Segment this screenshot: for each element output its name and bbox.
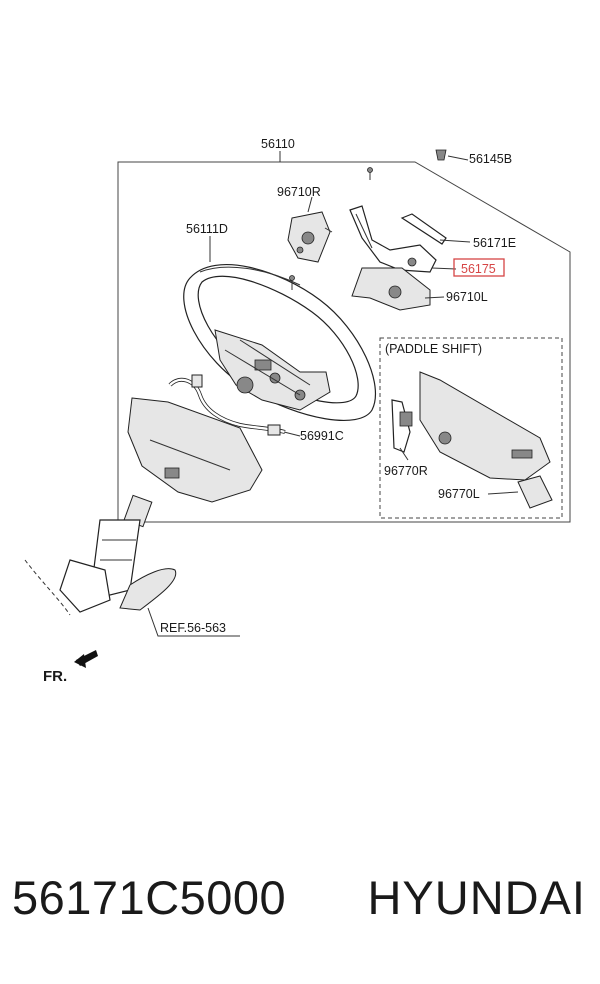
switch-96710r [287,211,331,263]
callout-56171e: 56171E [473,236,516,250]
callout-96710r: 96710R [277,185,321,199]
steering-wheel-parts-diagram: 56110 56145B 96710R 56111D 56171E 56175 … [24,137,571,685]
paddle-96770l [517,475,553,509]
callout-56145b: 56145B [469,152,512,166]
highlight-box-56175 [453,258,505,277]
bracket-56175 [349,205,437,273]
switch-96710l [351,267,431,311]
rear-cover [127,397,263,503]
part-number: 56171C5000 [12,871,287,924]
paddle-96770r [391,399,413,453]
front-arrow-icon [74,650,98,668]
callout-56175: 56175 [461,262,496,276]
callout-96770l: 96770L [438,487,480,501]
reference-label: REF.56-563 [160,621,226,635]
front-direction-label: FR. [43,668,67,685]
brand-name: HYUNDAI [367,871,586,924]
leader-lines [147,151,519,637]
paddle-shift-box [379,337,563,519]
paddle-shift-housing [419,371,551,481]
screws [289,149,447,290]
callout-56991c: 56991C [300,429,344,443]
callout-56111d: 56111D [186,222,228,236]
callout-96710l: 96710L [446,290,488,304]
callout-96770r: 96770R [384,464,428,478]
bracket-56171e [400,213,447,245]
paddle-shift-label: (PADDLE SHIFT) [385,342,482,356]
footer: 56171C5000 HYUNDAI [0,870,600,950]
steering-column [24,494,177,616]
steering-wheel-hub [214,329,331,411]
callout-56110: 56110 [261,137,295,151]
